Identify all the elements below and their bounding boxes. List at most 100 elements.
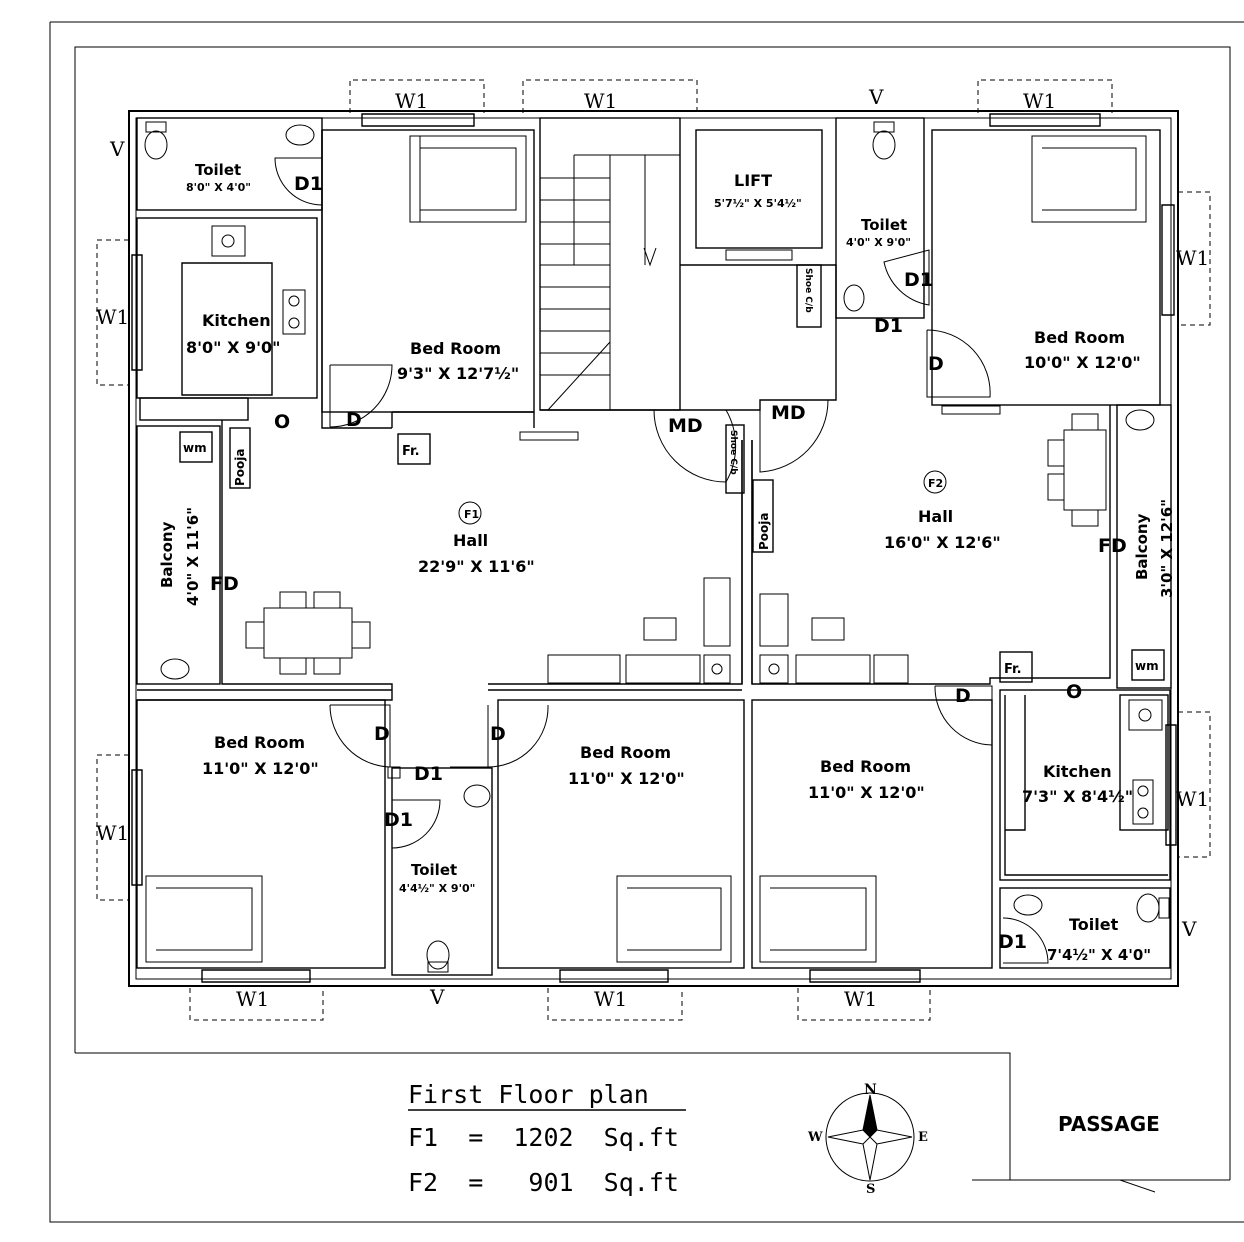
- svg-text:Toilet: Toilet: [1069, 915, 1119, 934]
- svg-text:10'0" X 12'0": 10'0" X 12'0": [1024, 353, 1141, 372]
- door-bed-sc: [487, 704, 549, 768]
- svg-text:5'7½" X 5'4½": 5'7½" X 5'4½": [714, 197, 802, 210]
- building-inner-outline: [135, 117, 1172, 980]
- kitchen-f2-room: [999, 689, 1171, 881]
- svg-text:Bed Room: Bed Room: [410, 339, 501, 358]
- bedroom-ne-room: [931, 129, 1161, 406]
- compass-rose: [825, 1092, 915, 1182]
- fixtures: [144, 121, 1170, 973]
- svg-text:V: V: [868, 85, 884, 109]
- svg-text:D1: D1: [998, 931, 1027, 953]
- outer-frame: [49, 21, 1244, 1223]
- svg-text:7'4½" X 4'0": 7'4½" X 4'0": [1047, 946, 1151, 964]
- svg-text:wm: wm: [1135, 659, 1159, 673]
- svg-text:16'0" X 12'6": 16'0" X 12'6": [884, 533, 1001, 552]
- shoe-cb-ne: [796, 264, 822, 328]
- svg-text:4'0" X 11'6": 4'0" X 11'6": [184, 507, 202, 606]
- svg-text:8'0" X 4'0": 8'0" X 4'0": [186, 181, 251, 194]
- svg-text:Bed Room: Bed Room: [214, 733, 305, 752]
- svg-text:Kitchen: Kitchen: [202, 311, 271, 330]
- svg-text:Shoe C/b: Shoe C/b: [728, 430, 738, 475]
- svg-text:Toilet: Toilet: [411, 861, 457, 879]
- title-block: First Floor plan F1 = 1202 Sq.ft F2 = 90…: [408, 1080, 1160, 1197]
- svg-text:Hall: Hall: [918, 507, 953, 526]
- svg-text:4'4½" X 9'0": 4'4½" X 9'0": [399, 882, 475, 895]
- svg-text:Toilet: Toilet: [195, 161, 241, 179]
- toilet-s-room: [391, 767, 493, 976]
- door-toilet-nw: [274, 157, 323, 206]
- door-toilet-se: [1002, 917, 1049, 964]
- svg-text:Hall: Hall: [453, 531, 488, 550]
- svg-text:Toilet: Toilet: [861, 216, 907, 234]
- svg-text:F2: F2: [928, 477, 943, 490]
- svg-text:Fr.: Fr.: [402, 444, 420, 459]
- window-projections: [96, 79, 1211, 1021]
- compass-w: W: [807, 1130, 823, 1145]
- opening-labels: W1 W1 W1 W1 W1 W1 W1 W1 W1 W1 V V V V D1…: [96, 85, 1209, 1011]
- svg-text:FD: FD: [210, 573, 239, 595]
- svg-text:W1: W1: [1176, 787, 1209, 811]
- svg-text:Fr.: Fr.: [1004, 662, 1022, 677]
- svg-text:MD: MD: [771, 402, 806, 424]
- balcony-f1-room: [136, 425, 221, 685]
- shoe-cb-hall: [725, 424, 745, 494]
- area-f2: F2 = 901 Sq.ft: [408, 1168, 679, 1197]
- door-bed-se: [934, 685, 993, 746]
- svg-text:11'0" X 12'0": 11'0" X 12'0": [202, 759, 319, 778]
- toilet-se-room: [999, 887, 1171, 969]
- svg-text:V: V: [1181, 917, 1197, 941]
- svg-text:O: O: [274, 411, 290, 433]
- pooja-f2-box: [752, 479, 774, 553]
- door-toilet-s: [391, 799, 441, 849]
- svg-text:W1: W1: [844, 987, 877, 1011]
- passage-boundary: [972, 1179, 1230, 1193]
- stair-treads: [540, 154, 680, 411]
- bedroom-sc-room: [497, 699, 745, 969]
- svg-text:D1: D1: [874, 315, 903, 337]
- svg-text:11'0" X 12'0": 11'0" X 12'0": [808, 783, 925, 802]
- svg-text:Shoe C/b: Shoe C/b: [803, 268, 813, 313]
- door-bed-n1: [329, 364, 393, 428]
- svg-text:wm: wm: [183, 441, 207, 455]
- door-bed-ne: [926, 329, 991, 398]
- svg-text:Balcony: Balcony: [1133, 513, 1151, 580]
- kitchen-f1-sill: [139, 397, 249, 421]
- svg-text:V: V: [109, 137, 125, 161]
- compass-n: N: [864, 1082, 877, 1098]
- svg-text:W1: W1: [1176, 246, 1209, 270]
- svg-text:W1: W1: [1023, 89, 1056, 113]
- svg-text:W1: W1: [584, 89, 617, 113]
- room-labels: Toilet 8'0" X 4'0" Kitchen 8'0" X 9'0" B…: [158, 161, 1176, 964]
- plan-title: First Floor plan: [408, 1080, 649, 1109]
- svg-text:W1: W1: [96, 305, 129, 329]
- passage-label: PASSAGE: [1058, 1112, 1160, 1136]
- compass-e: E: [918, 1130, 928, 1145]
- svg-text:D1: D1: [414, 763, 443, 785]
- svg-text:W1: W1: [594, 987, 627, 1011]
- kitchen-f1-counter: [181, 262, 273, 396]
- svg-text:3'0" X 12'6": 3'0" X 12'6": [1158, 499, 1176, 598]
- flat-party-wall: [741, 440, 753, 684]
- svg-text:Balcony: Balcony: [158, 521, 176, 588]
- balcony-f2-room: [1116, 404, 1172, 689]
- svg-text:Kitchen: Kitchen: [1043, 762, 1112, 781]
- plot-boundary: [74, 46, 1231, 1180]
- toilet-ne-room: [835, 117, 925, 319]
- svg-text:22'9" X 11'6": 22'9" X 11'6": [418, 557, 535, 576]
- svg-text:Bed Room: Bed Room: [1034, 328, 1125, 347]
- svg-text:11'0" X 12'0": 11'0" X 12'0": [568, 769, 685, 788]
- svg-text:D: D: [490, 723, 506, 745]
- area-f1: F1 = 1202 Sq.ft: [408, 1123, 679, 1152]
- svg-text:D1: D1: [384, 809, 413, 831]
- compass-s: S: [866, 1182, 875, 1197]
- svg-text:FD: FD: [1098, 535, 1127, 557]
- bedroom-se-room: [751, 699, 993, 969]
- svg-text:W1: W1: [395, 89, 428, 113]
- bedroom-n1-wall: [321, 130, 535, 429]
- svg-text:Bed Room: Bed Room: [580, 743, 671, 762]
- svg-text:D1: D1: [294, 173, 323, 195]
- svg-text:D: D: [928, 353, 944, 375]
- svg-text:D1: D1: [904, 269, 933, 291]
- svg-text:D: D: [346, 409, 362, 431]
